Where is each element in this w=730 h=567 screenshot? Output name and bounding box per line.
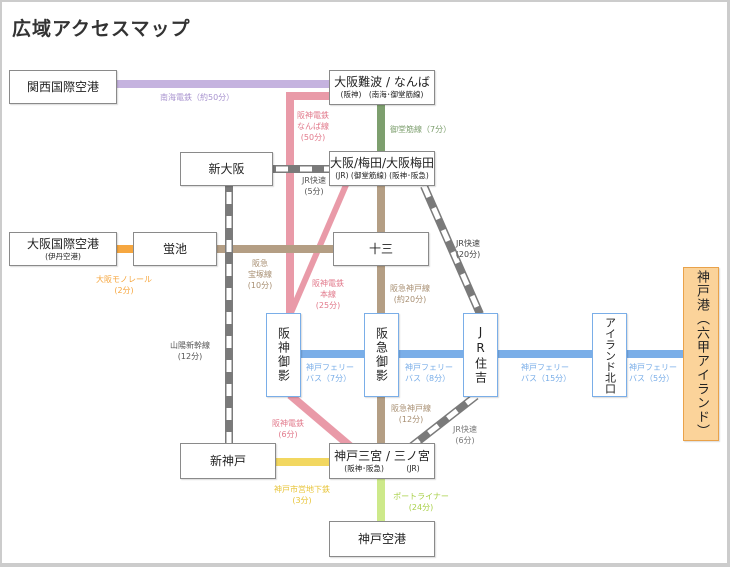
label-hankyu-kobe-20: 阪急神戸線 (約20分) <box>386 283 434 305</box>
station-sub: (JR) (御堂筋線) (阪神･阪急) <box>335 171 429 180</box>
label-midosuji: 御堂筋線（7分） <box>390 125 452 134</box>
station-name: 関西国際空港 <box>26 80 99 94</box>
label-line: (3分) <box>292 496 312 505</box>
station-name: 神戸港（六甲アイランド） <box>694 270 709 438</box>
station-jr-sumiyoshi[interactable]: JR住吉 <box>463 313 498 397</box>
label-line: (25分) <box>315 301 341 310</box>
line-jr-umeda-sumiyoshi <box>420 184 484 316</box>
label-takarazuka: 阪急 宝塚線 (10分) <box>244 258 276 291</box>
line-jr-sumiyoshi-sannomiya <box>409 392 479 450</box>
station-shin-kobe[interactable]: 新神戸 <box>180 443 276 479</box>
label-line: 神戸市営地下鉄 <box>274 485 330 494</box>
label-line: JR快速 <box>453 425 477 434</box>
label-line: (6分) <box>455 436 475 445</box>
label-line: 阪急神戸線 <box>390 284 430 293</box>
label-line: バス（7分） <box>306 374 352 383</box>
label-line: JR快速 <box>456 239 480 248</box>
station-sub: (伊丹空港) <box>45 251 81 261</box>
station-name: 新神戸 <box>209 454 246 468</box>
line-hanshin-sannomiya <box>287 391 353 450</box>
page-title: 広域アクセスマップ <box>12 18 191 40</box>
label-line: (12分) <box>177 352 203 361</box>
label-line: 本線 <box>320 290 336 299</box>
label-line: (約20分) <box>393 295 427 304</box>
label-portliner: ポートライナー (24分) <box>390 491 452 513</box>
label-line: 阪神電鉄 <box>312 279 344 288</box>
label-line: バス（8分） <box>405 374 451 383</box>
station-kobe-port[interactable]: 神戸港（六甲アイランド） <box>683 267 719 441</box>
label-monorail: 大阪モノレール (2分) <box>92 274 156 296</box>
label-ferry-15: 神戸フェリー バス（15分） <box>521 362 577 384</box>
label-line: (12分) <box>398 415 424 424</box>
label-line: ポートライナー <box>393 492 449 501</box>
label-line: 阪急 <box>252 259 268 268</box>
station-juso[interactable]: 十三 <box>333 232 429 266</box>
label-line: なんば線 <box>297 122 329 131</box>
label-line: (50分) <box>300 133 326 142</box>
station-hotarugaike[interactable]: 蛍池 <box>133 232 217 266</box>
station-hanshin-mikage[interactable]: 阪神御影 <box>266 313 301 397</box>
label-line: バス（15分） <box>521 374 572 383</box>
label-line: 宝塚線 <box>248 270 272 279</box>
station-name: JR住吉 <box>473 325 488 385</box>
label-hankyu-kobe-12: 阪急神戸線 (12分) <box>388 403 434 425</box>
station-namba[interactable]: 大阪難波 / なんば (阪神) (南海･御堂筋線) <box>329 70 435 105</box>
label-hanshin-main: 阪神電鉄 本線 (25分) <box>308 278 348 311</box>
station-sub: (阪神･阪急) (JR) <box>344 463 420 473</box>
station-name: 神戸三宮 / 三ノ宮 <box>334 448 430 463</box>
label-line: 阪神電鉄 <box>297 111 329 120</box>
label-line: JR快速 <box>302 176 326 185</box>
label-line: 神戸フェリー <box>629 363 677 372</box>
station-name: 大阪難波 / なんば <box>334 75 430 89</box>
station-island-kitaguchi[interactable]: アイランド北口 <box>592 313 627 397</box>
label-line: 神戸フェリー <box>405 363 453 372</box>
station-sub: (阪神) (南海･御堂筋線) <box>340 90 424 99</box>
station-name: アイランド北口 <box>603 316 617 394</box>
station-sannomiya[interactable]: 神戸三宮 / 三ノ宮 (阪神･阪急) (JR) <box>329 443 435 479</box>
label-line: (10分) <box>247 281 273 290</box>
label-line: 神戸フェリー <box>306 363 354 372</box>
station-name: 大阪国際空港 <box>26 236 99 251</box>
label-line: (24分) <box>408 503 434 512</box>
station-kansai-airport[interactable]: 関西国際空港 <box>9 70 117 104</box>
label-nankai: 南海電鉄（約50分） <box>160 93 235 102</box>
label-line: 阪急神戸線 <box>391 404 431 413</box>
station-name: 大阪/梅田/大阪梅田 <box>329 156 435 170</box>
label-line: 神戸フェリー <box>521 363 569 372</box>
station-itami-airport[interactable]: 大阪国際空港 (伊丹空港) <box>9 232 117 266</box>
station-shin-osaka[interactable]: 新大阪 <box>180 152 273 186</box>
label-hanshin-6: 阪神電鉄 (6分) <box>268 418 308 440</box>
label-line: 阪神電鉄 <box>272 419 304 428</box>
label-line: 山陽新幹線 <box>170 341 210 350</box>
label-hanshin-namba: 阪神電鉄 なんば線 (50分) <box>295 110 331 143</box>
label-line: (2分) <box>114 286 134 295</box>
label-line: (6分) <box>278 430 298 439</box>
label-ferry-8: 神戸フェリー バス（8分） <box>405 362 457 384</box>
label-sanyo-shinkansen: 山陽新幹線 (12分) <box>167 340 213 362</box>
label-line: 大阪モノレール <box>96 275 152 284</box>
station-name: 神戸空港 <box>357 532 406 546</box>
label-jr-20: JR快速 (20分) <box>451 238 485 260</box>
station-name: 阪神御影 <box>276 327 291 383</box>
label-jr-shinosaka: JR快速 (5分) <box>297 175 331 197</box>
station-name: 新大阪 <box>208 162 245 176</box>
station-umeda[interactable]: 大阪/梅田/大阪梅田 (JR) (御堂筋線) (阪神･阪急) <box>329 151 435 186</box>
label-jr-6: JR快速 (6分) <box>448 424 482 446</box>
label-ferry-7: 神戸フェリー バス（7分） <box>306 362 358 384</box>
label-ferry-5: 神戸フェリー バス（5分） <box>629 362 681 384</box>
station-name: 阪急御影 <box>374 327 389 383</box>
station-name: 十三 <box>368 242 393 256</box>
station-hankyu-mikage[interactable]: 阪急御影 <box>364 313 399 397</box>
label-line: (20分) <box>455 250 481 259</box>
station-name: 蛍池 <box>162 242 187 256</box>
label-subway: 神戸市営地下鉄 (3分) <box>270 484 334 506</box>
station-kobe-airport[interactable]: 神戸空港 <box>329 521 435 557</box>
line-hanshin-namba <box>286 92 330 315</box>
label-line: (5分) <box>304 187 324 196</box>
label-line: バス（5分） <box>629 374 675 383</box>
